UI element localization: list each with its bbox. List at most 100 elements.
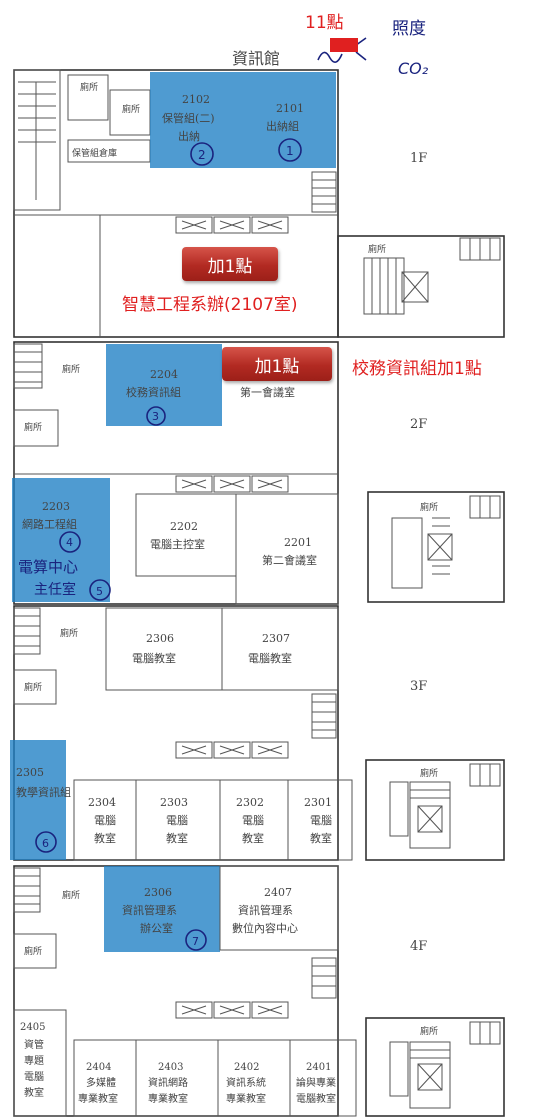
room-2307-number: 2307 [262,632,290,645]
room-2303-number: 2303 [160,796,188,809]
room-2403-l1: 資訊網路 [148,1076,188,1089]
room-2404-number: 2404 [86,1062,111,1073]
top-point-note: 11點 [305,13,344,33]
floor-label-2f: 2F [410,417,427,432]
room-2202-number: 2202 [170,520,198,533]
room-2101-number: 2101 [276,102,304,115]
floor-2: 廁所 廁所 2204 校務資訊組 3 第一會議室 2F 2203 網路工程組 4… [12,341,505,605]
room-2302-number: 2302 [236,796,264,809]
room-2403-l2: 專業教室 [148,1092,188,1105]
toilet-label: 廁所 [368,243,386,255]
room-2403-number: 2403 [158,1062,183,1073]
highlight-2102 [150,72,240,168]
door-marks [175,741,289,759]
circled-number: 6 [42,837,49,850]
toilet-label: 廁所 [62,363,80,375]
highlight-2101 [240,72,336,168]
circled-number: 4 [66,536,73,549]
room-2203-name: 網路工程組 [22,517,77,531]
toilet-label: 廁所 [420,501,438,513]
room-2406-number: 2306 [144,886,172,899]
room-2406-l1: 資訊管理系 [122,903,177,917]
room-2401-l1: 論與專業 [296,1076,336,1089]
elevator-stairs [389,1021,501,1109]
room-2305-name: 教學資訊組 [16,785,71,799]
door-marks [175,475,289,493]
handwritten-co2: CO₂ [398,59,429,78]
room-2302-l2: 教室 [242,831,264,845]
room-2405-number: 2405 [20,1022,45,1033]
floor-4: 廁所 廁所 2306 資訊管理系 辦公室 7 2407 資訊管理系 數位內容中心… [13,865,505,1117]
room-2307-name: 電腦教室 [248,651,292,665]
toilet-label: 廁所 [420,1025,438,1037]
room-2407-l2: 數位內容中心 [232,921,298,935]
room-2303-l2: 教室 [166,831,188,845]
room-2102-name: 保管組(二) [162,111,215,125]
highlight-2305 [10,740,66,860]
room-2401-l2: 電腦教室 [296,1092,336,1105]
room-2204-name: 校務資訊組 [126,385,181,399]
room-2405-l1: 資管 [24,1038,44,1051]
room-2407-number: 2407 [264,886,292,899]
floor-label-3f: 3F [410,679,427,694]
circled-number: 1 [286,144,294,158]
room-2405-l2: 專題 [24,1054,44,1067]
room-2102-number: 2102 [182,93,210,106]
room-2101-name: 出納組 [266,119,299,133]
room-2302-l1: 電腦 [242,813,264,827]
floor-label-4f: 4F [410,939,427,954]
stairs [13,343,43,389]
annotation-office-2107: 智慧工程系辦(2107室) [122,295,298,315]
room-2305-number: 2305 [16,766,44,779]
room-conf1-label: 第一會議室 [240,385,295,399]
elevator-stairs [389,763,501,849]
toilet-label: 廁所 [62,889,80,901]
elevator-stairs [391,495,501,589]
door-marks [175,216,289,234]
room-2405-l4: 教室 [24,1086,44,1099]
circled-number: 2 [198,148,206,162]
room-2203-number: 2203 [42,500,70,513]
room-2404-l2: 專業教室 [78,1092,118,1105]
room-2301-l1: 電腦 [310,813,332,827]
annotation-admin-info-group: 校務資訊組加1點 [352,359,482,379]
stairs [311,693,337,739]
room-2301-number: 2301 [304,796,332,809]
circled-number: 7 [192,935,199,948]
room-2304-l2: 教室 [94,831,116,845]
building-title: 資訊館 [232,49,280,68]
floor-1: 廁所 廁所 保管組倉庫 2102 保管組(二) 出納 2 2101 出納組 1 … [13,69,505,338]
room-2201-name: 第二會議室 [262,553,317,567]
room-2202-name: 電腦主控室 [150,537,205,551]
toilet-label: 廁所 [60,627,78,639]
add-point-badge: 加1點 [222,347,332,381]
circled-number: 3 [152,410,159,423]
room-2404-l1: 多媒體 [86,1076,116,1089]
room-2306-number: 2306 [146,632,174,645]
room-2407-l1: 資訊管理系 [238,903,293,917]
stairs [311,957,337,999]
toilet-label: 廁所 [24,421,42,433]
red-sensor-marker [330,38,358,52]
room-2306-name: 電腦教室 [132,651,176,665]
room-2406-l2: 辦公室 [140,921,173,935]
room-2201-number: 2201 [284,536,312,549]
toilet-label: 廁所 [24,681,42,693]
toilet-label: 廁所 [80,81,98,93]
toilet-label: 廁所 [420,767,438,779]
room-2301-l2: 教室 [310,831,332,845]
add-point-badge: 加1點 [182,247,278,281]
toilet-label: 廁所 [24,945,42,957]
circled-number: 5 [96,585,103,598]
room-2304-l1: 電腦 [94,813,116,827]
handwritten-illuminance: 照度 [392,19,426,39]
door-marks [175,1001,289,1019]
room-2405-l3: 電腦 [24,1070,44,1083]
stairs [13,867,41,913]
floor-label-1f: 1F [410,151,427,166]
floor-3: 廁所 廁所 2306 電腦教室 2307 電腦教室 3F 2305 教學資訊組 … [10,605,505,861]
handwritten-cc-line2: 主任室 [34,581,76,598]
room-2204-number: 2204 [150,368,178,381]
handwritten-cc-line1: 電算中心 [18,558,78,576]
